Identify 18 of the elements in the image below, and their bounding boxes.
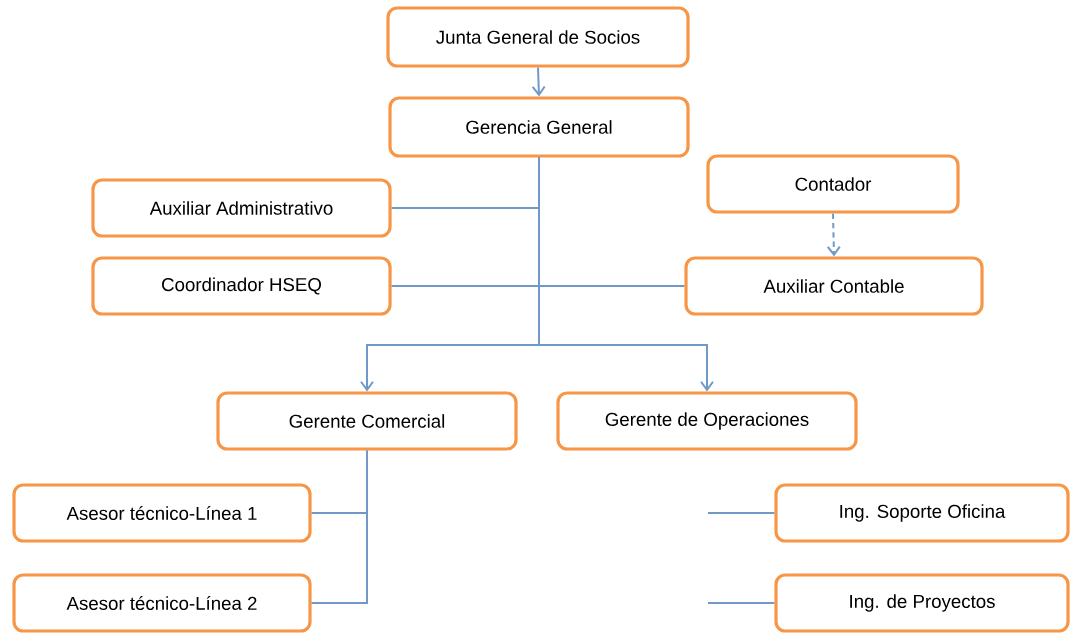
connector bbox=[826, 212, 841, 257]
org-box: Auxiliar Administrativo bbox=[91, 178, 392, 238]
connector bbox=[707, 512, 776, 514]
org-box: Gerente Comercial bbox=[216, 391, 518, 451]
org-box: Gerencia General bbox=[388, 96, 690, 158]
connector bbox=[310, 449, 368, 604]
org-box: Auxiliar Contable bbox=[684, 256, 984, 316]
org-box: Junta General de Socios bbox=[386, 6, 690, 68]
connector bbox=[538, 156, 714, 392]
org-box: Gerente de Operaciones bbox=[556, 391, 858, 451]
connector bbox=[707, 602, 776, 604]
org-box: Asesor técnico-Línea 1 bbox=[12, 483, 312, 543]
org-box: Ing. de Proyectos bbox=[774, 573, 1070, 633]
org-box: Coordinador HSEQ bbox=[91, 256, 392, 316]
connector bbox=[531, 66, 546, 97]
org-box: Ing. Soporte Oficina bbox=[774, 483, 1070, 543]
org-box: Asesor técnico-Línea 2 bbox=[12, 573, 312, 633]
org-box: Contador bbox=[706, 154, 960, 214]
